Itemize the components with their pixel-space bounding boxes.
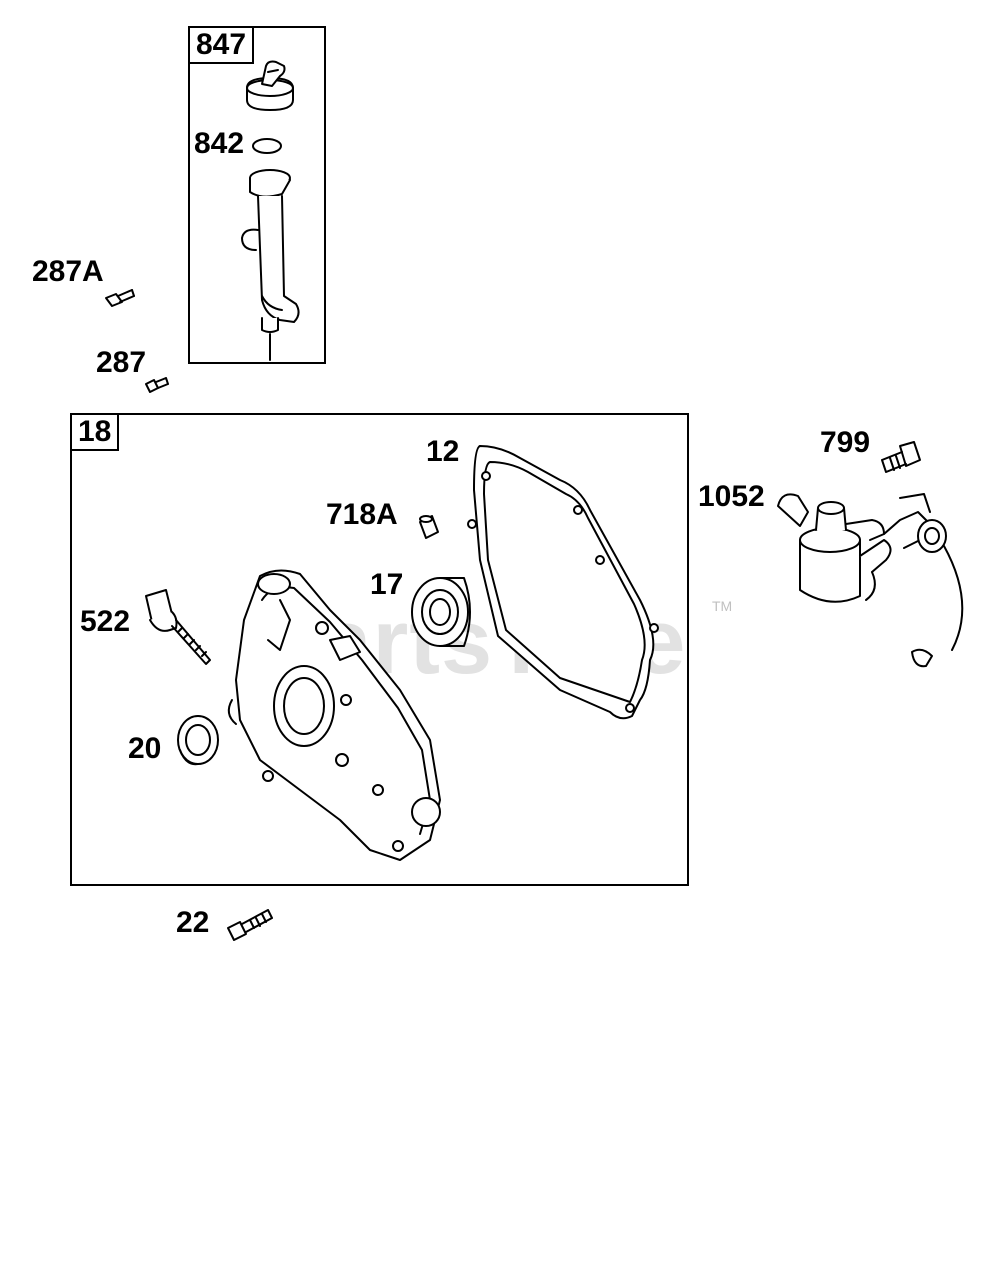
part-label-522[interactable]: 522 (80, 605, 131, 638)
bolt-799-drawing (881, 441, 921, 473)
part-label-799[interactable]: 799 (820, 426, 871, 459)
gasket-drawing (473, 445, 655, 720)
part-label-20[interactable]: 20 (128, 732, 162, 765)
part-label-17[interactable]: 17 (370, 568, 404, 601)
bearing-drawing (411, 577, 471, 647)
dipstick-tube-drawing (241, 169, 300, 361)
dipstick-cap-drawing (246, 60, 294, 111)
part-label-287[interactable]: 287 (96, 346, 147, 379)
oil-seal-drawing (177, 715, 219, 766)
solenoid-drawing (777, 493, 964, 668)
crankcase-group-box (70, 413, 689, 886)
bolt-287a-drawing (105, 289, 135, 307)
dowel-pin-drawing (419, 515, 439, 539)
crankcase-group-tag[interactable]: 18 (70, 413, 120, 451)
part-label-842[interactable]: 842 (194, 127, 245, 160)
o-ring-drawing (252, 138, 282, 154)
part-label-1052[interactable]: 1052 (698, 480, 765, 513)
crankcase-cover-drawing (227, 569, 441, 861)
dipstick-group-box (188, 26, 326, 364)
part-label-12[interactable]: 12 (426, 435, 460, 468)
part-label-287a[interactable]: 287A (32, 255, 104, 288)
part-label-22[interactable]: 22 (176, 906, 210, 939)
bolt-22-drawing (227, 909, 273, 941)
oil-sensor-drawing (145, 589, 211, 665)
part-label-718a[interactable]: 718A (326, 498, 398, 531)
bolt-287-drawing (145, 377, 169, 393)
watermark-tm: TM (712, 598, 733, 614)
dipstick-group-tag[interactable]: 847 (188, 26, 255, 64)
